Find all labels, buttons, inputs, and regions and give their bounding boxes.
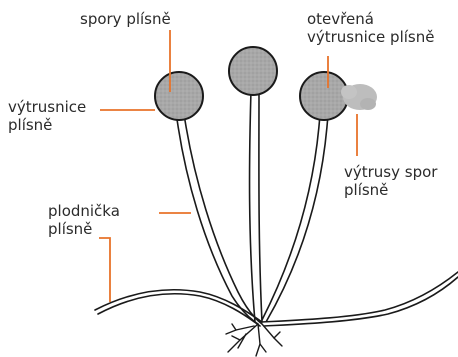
sporangium-open [300, 72, 348, 120]
label-sporangium: výtrusnice plísně [8, 98, 86, 134]
hyphae [95, 272, 458, 326]
sporangium-left [155, 72, 203, 120]
label-sporangiophore: plodnička plísně [48, 202, 120, 238]
rhizoids [226, 324, 282, 356]
sporangiophores [176, 90, 328, 324]
label-open-sporangium: otevřená výtrusnice plísně [307, 10, 434, 46]
sporangia [155, 47, 348, 120]
label-spore-release: výtrusy spor plísně [344, 163, 437, 199]
leader-plodnicka-down [99, 238, 110, 302]
sporangium-middle [229, 47, 277, 95]
label-mold-spores: spory plísně [80, 10, 171, 28]
leader-lines [99, 30, 357, 302]
